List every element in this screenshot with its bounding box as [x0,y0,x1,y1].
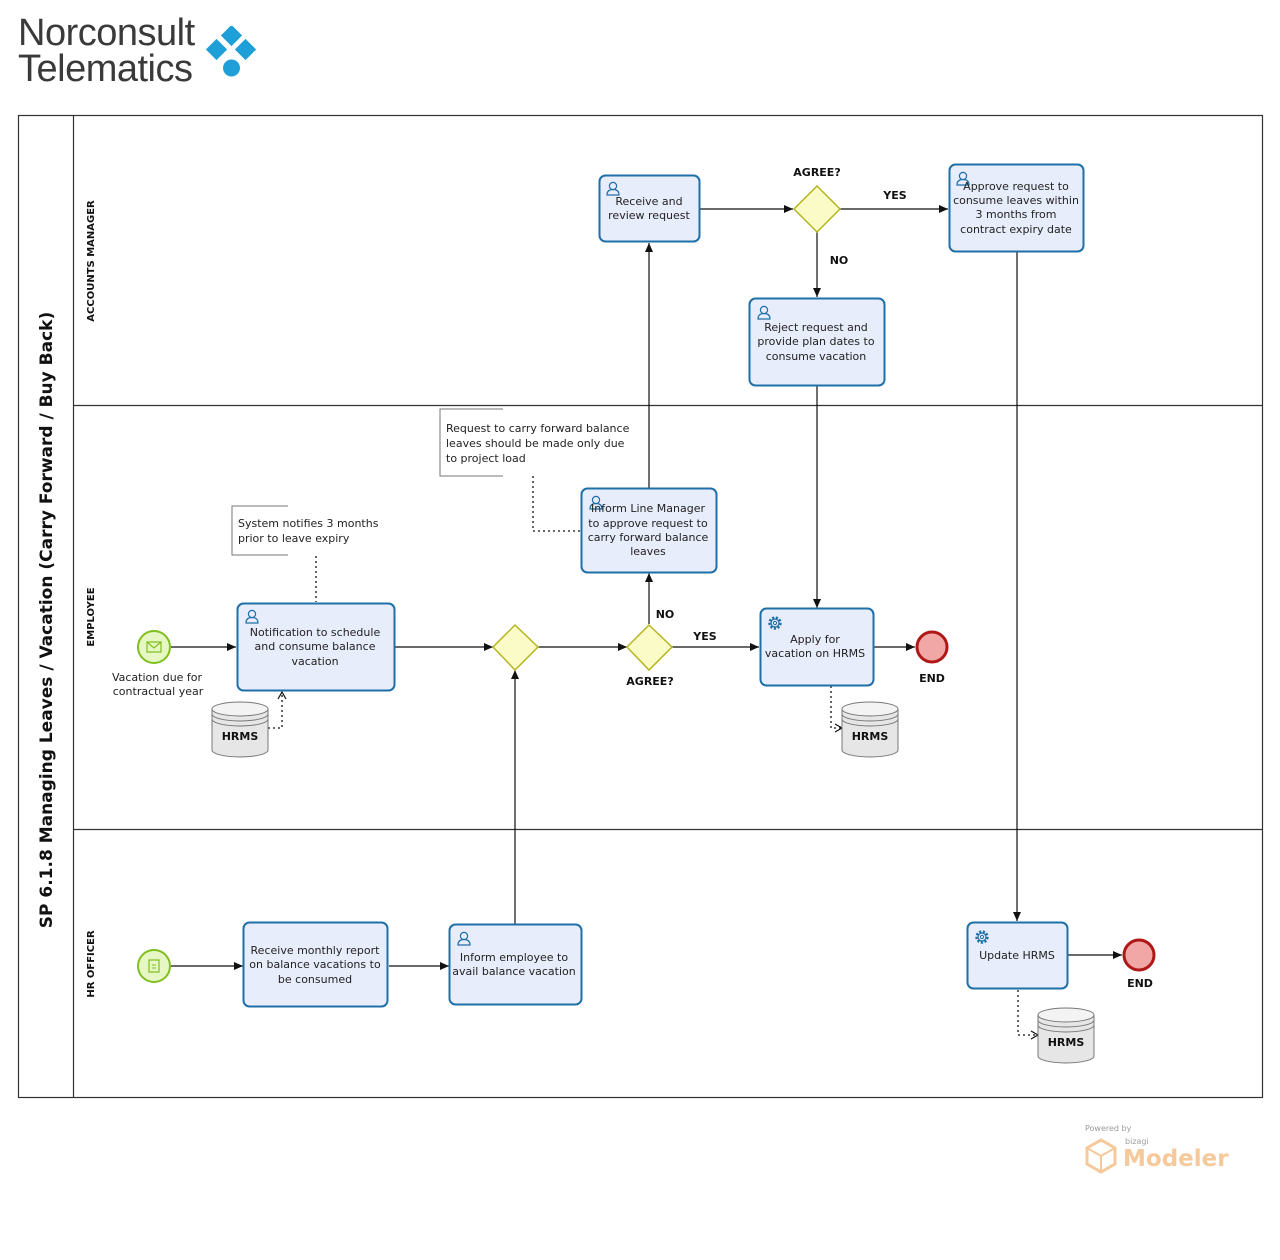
envelope-icon [146,641,162,653]
svg-text:be consumed: be consumed [278,973,352,986]
svg-text:consume leaves within: consume leaves within [953,194,1079,207]
task-receive-monthly-report: Receive monthly report on balance vacati… [242,921,389,1008]
end-event-employee: END [915,630,949,685]
bizagi-logo-icon [1085,1138,1117,1174]
task-notification: Notification to schedule and consume bal… [236,602,396,692]
flow-label-yes-top: YES [882,189,906,202]
lane-label-hr-officer: HR OFFICER [86,930,97,998]
task-apply-vacation: Apply for vacation on HRMS [759,607,875,687]
gateway-agree-top: AGREE? [792,166,842,234]
svg-text:Receive monthly report: Receive monthly report [251,944,381,957]
svg-text:to approve request to: to approve request to [588,517,708,530]
svg-text:Receive and: Receive and [615,195,682,208]
svg-text:AGREE?: AGREE? [626,675,673,688]
svg-text:Vacation due for: Vacation due for [112,671,203,684]
gateway-merge [491,623,540,672]
associations [268,476,1040,1040]
annotation-carry-forward: Request to carry forward balance leaves … [439,408,630,477]
flow-label-no-employee: NO [656,608,675,621]
svg-text:vacation on HRMS: vacation on HRMS [765,647,865,660]
lane-label-accounts-manager: ACCOUNTS MANAGER [86,200,97,322]
svg-text:Apply for: Apply for [790,633,840,646]
logo-mark-icon [205,26,257,77]
svg-text:Request to carry forward balan: Request to carry forward balance [446,422,630,435]
sequence-flows [171,205,1122,970]
svg-text:avail balance vacation: avail balance vacation [452,965,576,978]
svg-text:leaves should be made only due: leaves should be made only due [446,437,625,450]
lane-label-employee: EMPLOYEE [86,587,97,646]
svg-text:System notifies 3 months: System notifies 3 months [238,517,379,530]
svg-text:Approve request to: Approve request to [963,180,1069,193]
svg-text:Inform employee to: Inform employee to [460,951,568,964]
gateway-agree-employee: AGREE? [625,623,674,688]
logo-line-1: Norconsult [18,12,195,54]
annotation-system-notifies: System notifies 3 months prior to leave … [231,505,379,556]
svg-text:HRMS: HRMS [852,730,889,743]
datastore-hrms-apply: HRMS [841,701,899,758]
document-icon [148,959,160,973]
flow-label-no-top: NO [830,254,849,267]
task-reject-request: Reject request and provide plan dates to… [748,297,886,387]
svg-text:HRMS: HRMS [1048,1036,1085,1049]
svg-text:contract expiry date: contract expiry date [960,223,1072,236]
svg-text:leaves: leaves [630,545,666,558]
start-event-message: Vacation due for contractual year [112,630,204,698]
svg-text:Update HRMS: Update HRMS [979,949,1055,962]
company-logo: Norconsult Telematics [14,10,274,90]
start-event-timer [137,949,171,983]
svg-text:provide plan dates to: provide plan dates to [757,335,874,348]
modeler-brand-text: Modeler [1123,1146,1229,1172]
powered-by-text: Powered by [1085,1124,1132,1133]
svg-text:prior to leave expiry: prior to leave expiry [238,532,350,545]
svg-text:END: END [1127,977,1153,990]
svg-text:3 months from: 3 months from [975,208,1056,221]
svg-text:carry forward balance: carry forward balance [588,531,709,544]
svg-text:AGREE?: AGREE? [793,166,840,179]
datastore-hrms-notification: HRMS [211,701,269,758]
svg-text:Inform Line Manager: Inform Line Manager [591,502,705,515]
bizagi-brand-text: bizagi [1125,1137,1149,1146]
svg-text:and consume balance: and consume balance [255,640,376,653]
svg-text:on balance vacations to: on balance vacations to [249,958,381,971]
pool-title: SP 6.1.8 Managing Leaves / Vacation (Car… [37,312,57,929]
svg-text:Notification to schedule: Notification to schedule [250,626,381,639]
flow-label-yes-employee: YES [692,630,716,643]
pool-frame [17,114,1264,1099]
powered-by-badge: Powered by bizagi Modeler [1085,1124,1235,1184]
svg-text:consume vacation: consume vacation [766,350,867,363]
task-receive-review-request: Receive and review request [598,174,701,243]
task-update-hrms: Update HRMS [966,921,1069,990]
svg-text:END: END [919,672,945,685]
task-inform-employee: Inform employee to avail balance vacatio… [448,923,583,1006]
svg-text:review request: review request [608,209,690,222]
task-approve-request: Approve request to consume leaves within… [948,163,1085,253]
datastore-hrms-update: HRMS [1037,1007,1095,1064]
svg-text:to project load: to project load [446,452,526,465]
svg-text:Reject request and: Reject request and [764,321,868,334]
task-inform-line-manager: Inform Line Manager to approve request t… [580,487,718,574]
end-event-hr: END [1122,938,1156,990]
logo-line-2: Telematics [18,48,193,90]
svg-text:vacation: vacation [291,655,338,668]
svg-text:HRMS: HRMS [222,730,259,743]
svg-text:contractual year: contractual year [113,685,204,698]
